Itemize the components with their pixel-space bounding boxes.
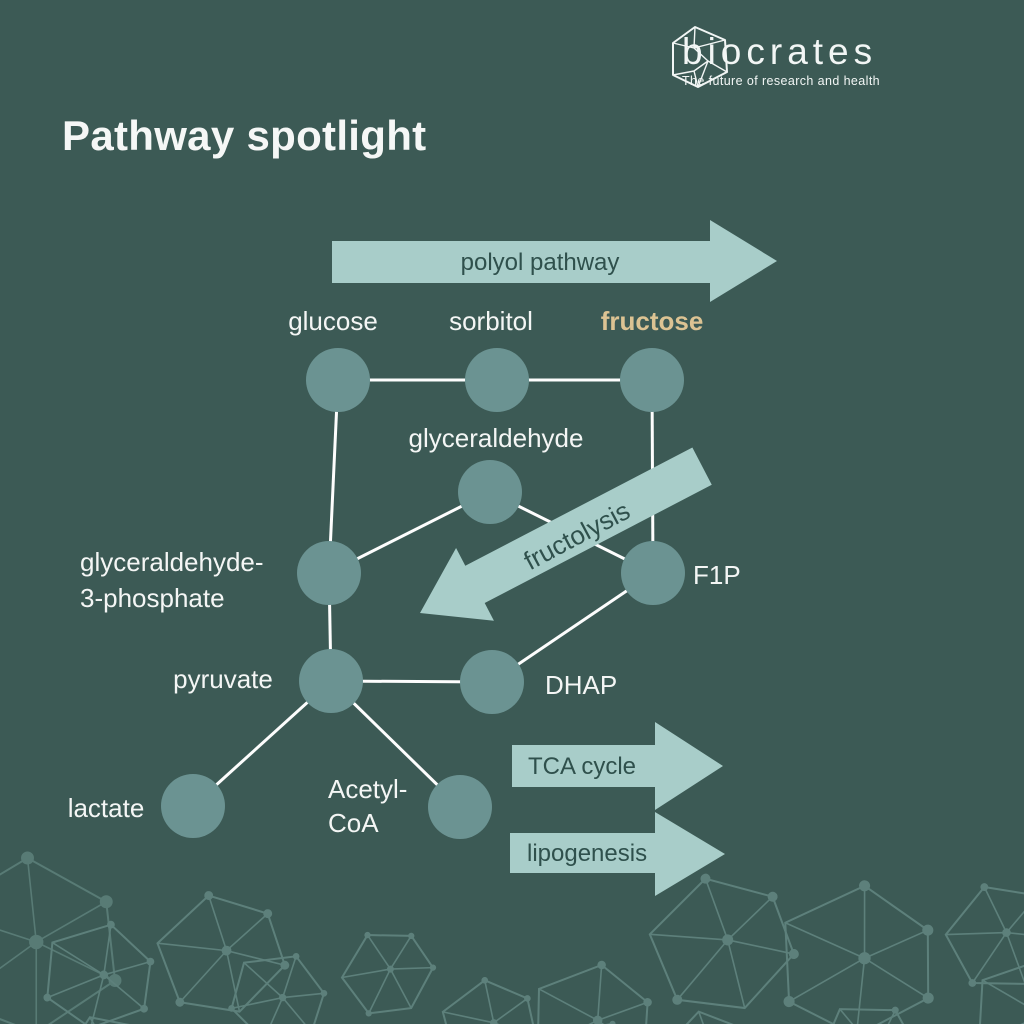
node-glyceraldehyde: [458, 460, 522, 524]
brand-text: biocrates The future of research and hea…: [682, 24, 880, 88]
node-acetylcoa: [428, 775, 492, 839]
lipogenesis-arrow: [510, 812, 725, 896]
node-fructose: [620, 348, 684, 412]
polyol-pathway-label: polyol pathway: [460, 249, 620, 276]
biocrates-logo-icon: [672, 26, 728, 88]
ga3p-label-line2: 3-phosphate: [80, 583, 225, 613]
tca-cycle-arrow: [512, 722, 723, 810]
glyceraldehyde-label: glyceraldehyde: [408, 422, 584, 453]
acetyl-coa-label-line2: CoA: [328, 808, 379, 838]
lactate-label: lactate: [67, 792, 145, 823]
node-f1p: [621, 541, 685, 605]
pyruvate-label: pyruvate: [173, 663, 273, 694]
ga3p-label-line1: glyceraldehyde-: [80, 547, 264, 577]
glucose-label: glucose: [288, 305, 378, 336]
tca-cycle-label: TCA cycle: [528, 753, 637, 780]
polyol-pathway-arrow: [332, 220, 777, 302]
node-sorbitol: [465, 348, 529, 412]
lipogenesis-label: lipogenesis: [527, 840, 648, 867]
node-dhap: [460, 650, 524, 714]
edge-f1p-dhap: [491, 571, 654, 684]
brand-logo: biocrates The future of research and hea…: [668, 24, 880, 88]
brand-tagline: The future of research and health: [682, 74, 881, 88]
acetyl-coa-label-line1: Acetyl-: [328, 774, 408, 804]
ga3p-label: glyceraldehyde- 3-phosphate: [80, 544, 264, 616]
polygon-pattern-background: [0, 850, 1024, 1024]
node-ga3p: [297, 541, 361, 605]
node-glucose: [306, 348, 370, 412]
metabolite-nodes: [161, 348, 685, 839]
pathway-arrows: [332, 220, 777, 896]
node-pyruvate: [299, 649, 363, 713]
brand-name: biocrates: [682, 31, 878, 72]
page-title: Pathway spotlight: [62, 112, 427, 159]
f1p-label: F1P: [693, 559, 741, 590]
node-lactate: [161, 774, 225, 838]
acetyl-coa-label: Acetyl- CoA: [328, 772, 407, 840]
sorbitol-label: sorbitol: [449, 305, 533, 336]
edge-glucose-ga3p: [327, 379, 340, 574]
fructose-label: fructose: [600, 305, 704, 336]
fructolysis-arrow: [420, 447, 712, 621]
dhap-label: DHAP: [545, 669, 618, 700]
